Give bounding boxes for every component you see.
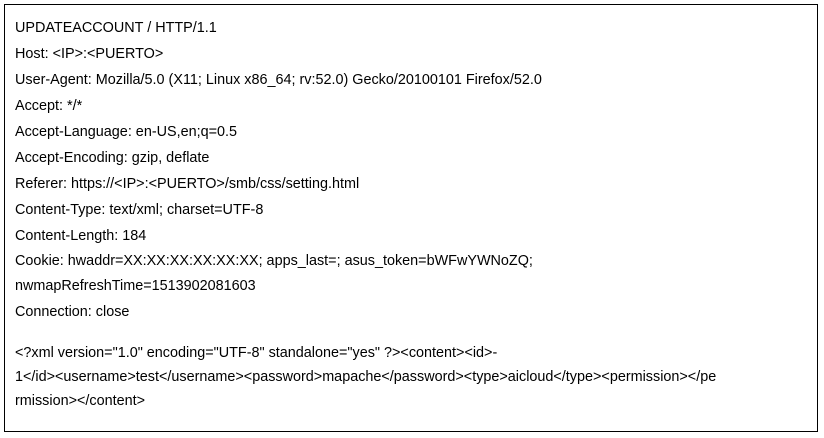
xml-body-line-2: 1</id><username>test</username><password… [15,369,717,385]
accept-encoding-header: Accept-Encoding: gzip, deflate [15,150,210,166]
xml-body-line-1: <?xml version="1.0" encoding="UTF-8" sta… [15,345,498,361]
connection-header: Connection: close [15,304,130,320]
cookie-header-line-2: nwmapRefreshTime=1513902081603 [15,278,256,294]
content-length-header: Content-Length: 184 [15,228,147,244]
accept-language-header: Accept-Language: en-US,en;q=0.5 [15,124,238,140]
referer-header: Referer: https://<IP>:<PUERTO>/smb/css/s… [15,176,360,192]
content-type-header: Content-Type: text/xml; charset=UTF-8 [15,202,264,218]
cookie-header-line-1: Cookie: hwaddr=XX:XX:XX:XX:XX:XX; apps_l… [15,253,533,269]
host-header: Host: <IP>:<PUERTO> [15,46,164,62]
http-request-box: UPDATEACCOUNT / HTTP/1.1 Host: <IP>:<PUE… [4,4,818,432]
header-body-separator [15,325,817,341]
xml-body-line-3: rmission></content> [15,393,145,409]
accept-header: Accept: */* [15,98,83,114]
request-line: UPDATEACCOUNT / HTTP/1.1 [15,20,217,36]
user-agent-header: User-Agent: Mozilla/5.0 (X11; Linux x86_… [15,72,542,88]
